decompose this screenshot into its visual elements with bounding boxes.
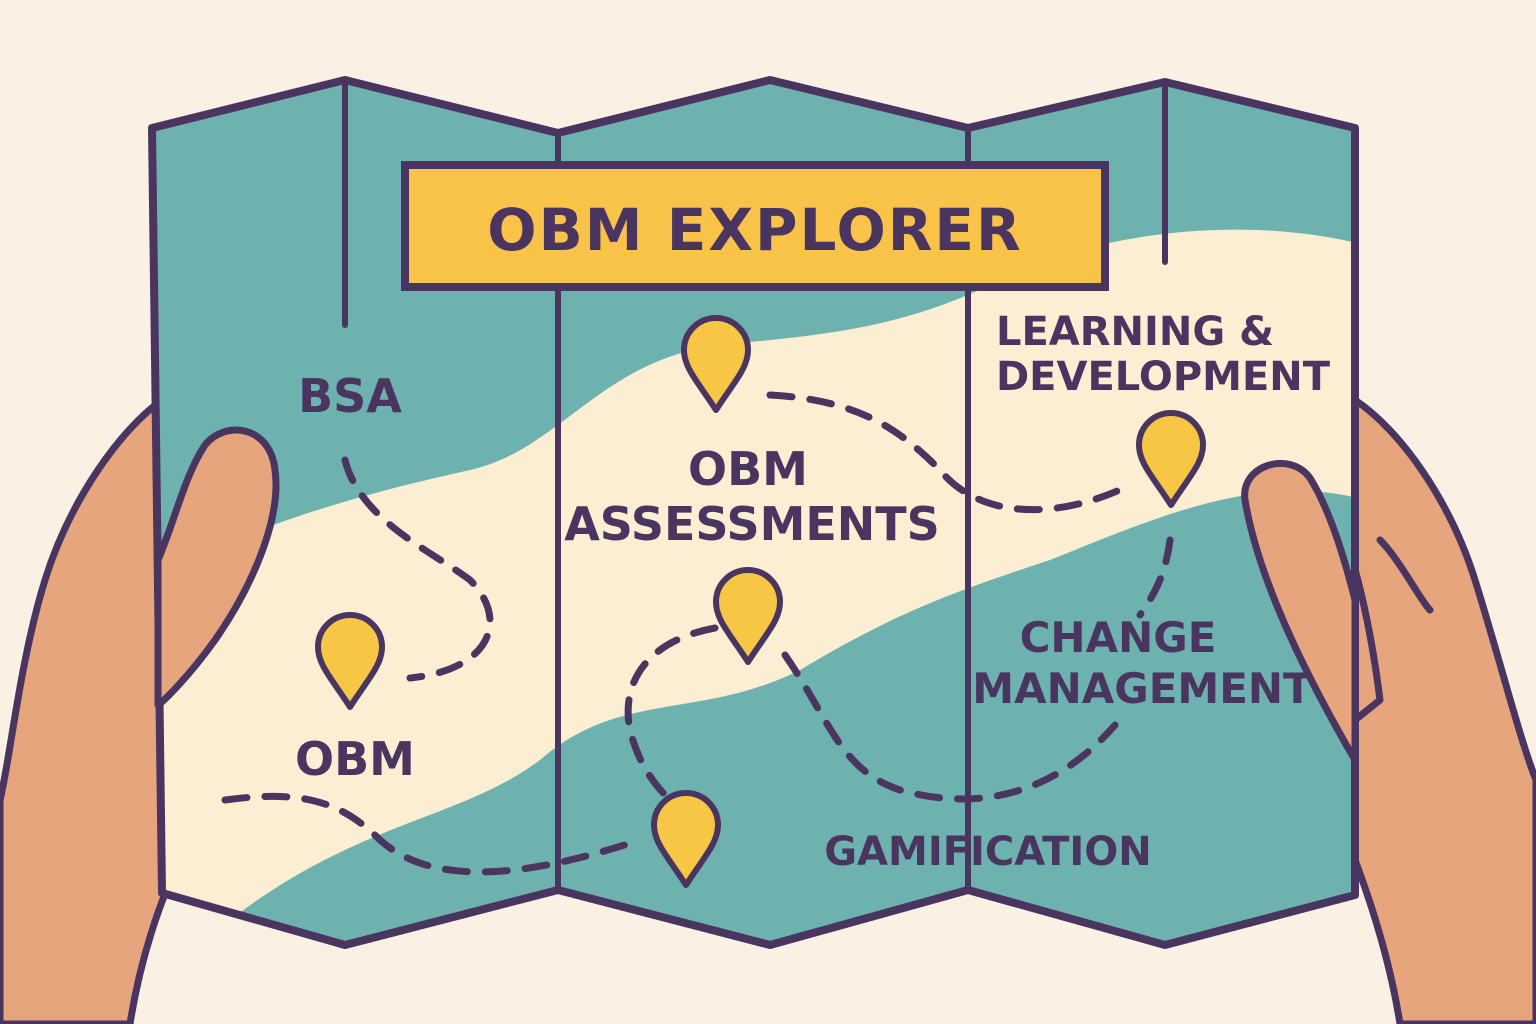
map-pin-icon [315,612,385,710]
label-learning-line1: LEARNING & [996,309,1274,355]
dashed-trails [221,391,1174,876]
map-title: OBM EXPLORER [487,196,1022,264]
label-change-line2: MANAGEMENT [972,664,1312,713]
right-thumb [1241,459,1359,764]
left-thumb [154,426,280,709]
label-learning-line2: DEVELOPMENT [996,354,1331,400]
label-gamification: GAMIFICATION [824,829,1152,875]
label-obm-assessments-line2: ASSESSMENTS [564,497,940,551]
label-bsa: BSA [298,369,402,423]
folded-map: OBM EXPLORER BSA OBM OBM ASSESSMENTS LEA… [148,76,1359,949]
map-pin-icon [681,315,751,413]
map-outline [148,76,1359,949]
map-pin-icon [1136,410,1206,508]
label-change-line1: CHANGE [1020,613,1217,662]
label-obm: OBM [295,732,415,786]
label-obm-assessments-line1: OBM [688,442,808,496]
map-pins [315,315,1206,888]
title-banner [401,161,1109,291]
map-pin-icon [713,567,783,665]
map-pin-icon [651,790,721,888]
